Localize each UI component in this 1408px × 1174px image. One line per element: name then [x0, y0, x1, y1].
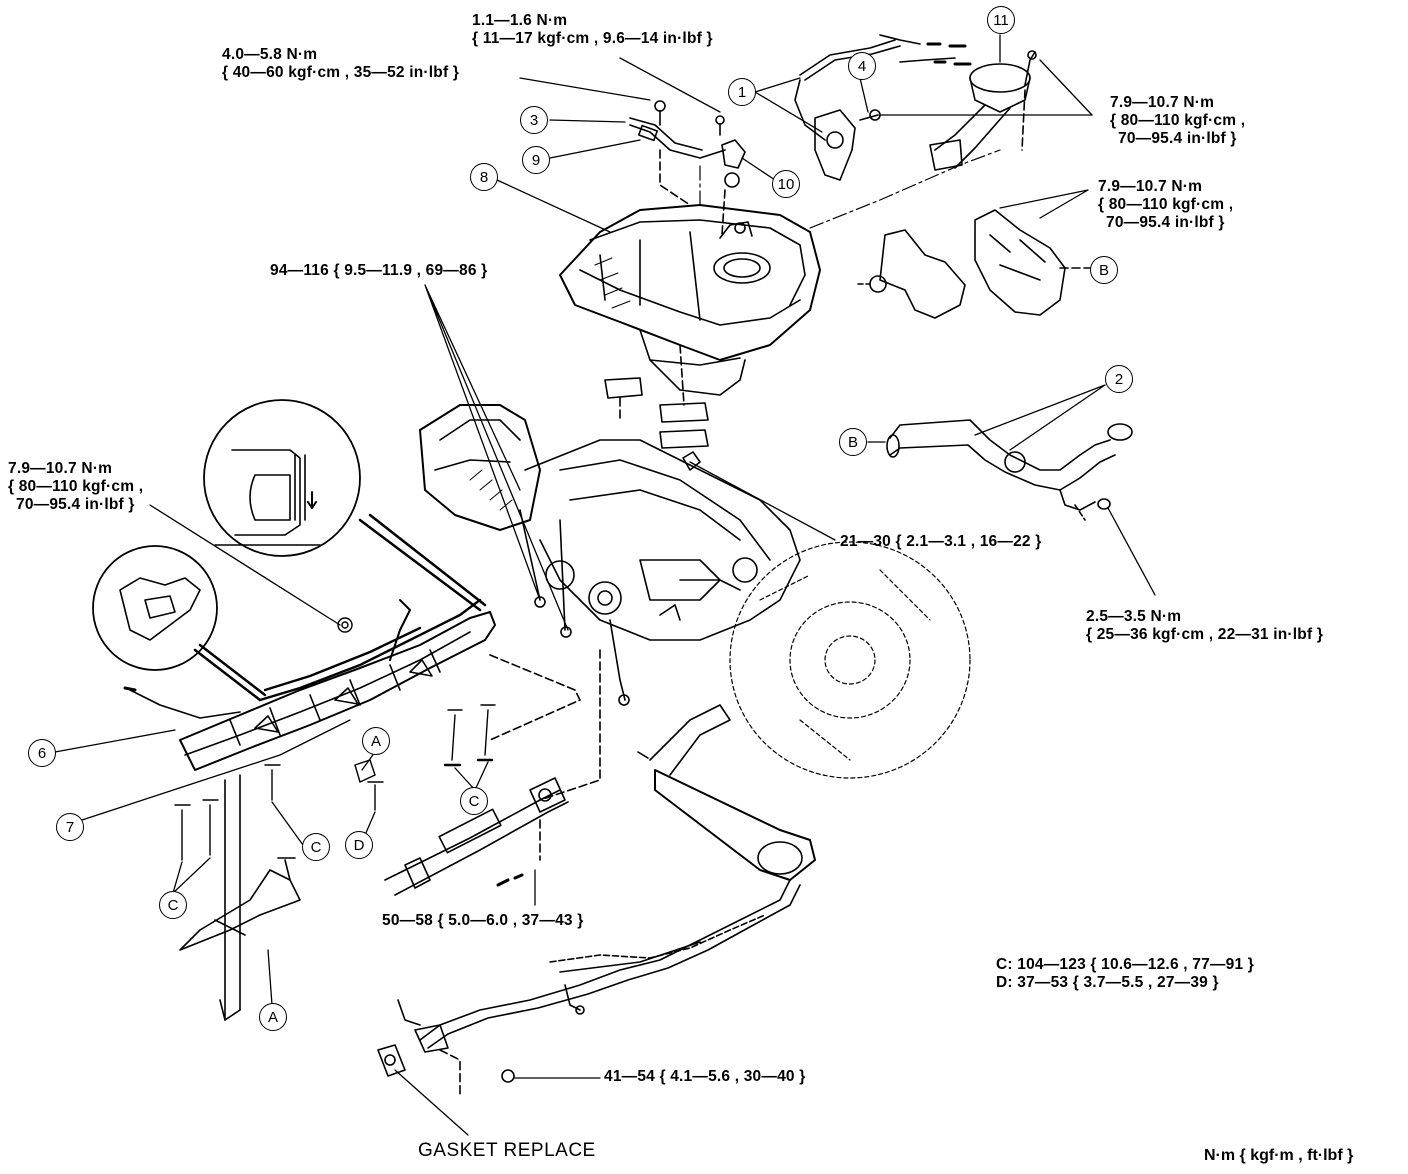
- torque-line: 94—116 { 9.5—11.9 , 69—86 }: [270, 262, 488, 279]
- brake-drum-outline: [729, 541, 971, 779]
- torque-line: 7.9—10.7 N·m: [1110, 94, 1215, 111]
- leader-lines: [54, 34, 1156, 1136]
- callout-10: 10: [772, 170, 800, 198]
- torque-line: 7.9—10.7 N·m: [8, 460, 113, 477]
- fuel-pump-sender: [929, 50, 1037, 171]
- torque-line: 41—54 { 4.1—5.6 , 30—40 }: [604, 1068, 806, 1085]
- torque-crossmember-nut: 7.9—10.7 N·m { 80—110 kgf·cm , 70—95.4 i…: [8, 460, 143, 514]
- gasket-replace-note: GASKET REPLACE: [418, 1140, 596, 1161]
- torque-line: 70—95.4 in·lbf }: [16, 496, 135, 513]
- callout-9: 9: [522, 146, 550, 174]
- callout-c-mid: C: [302, 833, 330, 861]
- detail-view-bushing: [92, 545, 267, 702]
- torque-line: { 80—110 kgf·cm ,: [1098, 196, 1234, 213]
- torque-fuel-line-clip: 1.1—1.6 N·m { 11—17 kgf·cm , 9.6—14 in·l…: [472, 12, 713, 48]
- propeller-shaft: [384, 777, 569, 896]
- torque-line: D: 37—53 { 3.7—5.5 , 27—39 }: [996, 974, 1219, 991]
- frame-lines: [179, 649, 601, 1021]
- callout-4: 4: [848, 52, 876, 80]
- centerlines: [699, 149, 1001, 229]
- muffler: [637, 704, 816, 881]
- torque-line: 1.1—1.6 N·m: [472, 12, 568, 29]
- transmission: [419, 404, 801, 706]
- callout-2: 2: [1105, 365, 1133, 393]
- callout-11: 11: [987, 6, 1015, 34]
- torque-pump-nuts: 7.9—10.7 N·m { 80—110 kgf·cm , 70—95.4 i…: [1110, 94, 1245, 148]
- torque-tank-strap-nut: 21—30 { 2.1—3.1 , 16—22 }: [840, 533, 1041, 551]
- fuel-tank: [559, 204, 821, 396]
- torque-line: 21—30 { 2.1—3.1 , 16—22 }: [840, 533, 1042, 550]
- torque-fuel-line-bolt: 4.0—5.8 N·m { 40—60 kgf·cm , 35—52 in·lb…: [222, 46, 459, 82]
- brake-cable: [123, 686, 241, 719]
- torque-line: 4.0—5.8 N·m: [222, 46, 318, 63]
- torque-line: { 80—110 kgf·cm ,: [1110, 112, 1246, 129]
- crossmember: [179, 598, 496, 771]
- tank-brackets: [604, 344, 709, 471]
- torque-tank-bolts: 94—116 { 9.5—11.9 , 69—86 }: [270, 262, 487, 280]
- callout-d: D: [345, 831, 373, 859]
- torque-line: 70—95.4 in·lbf }: [1106, 214, 1225, 231]
- fuel-hoses-top: [794, 34, 972, 181]
- torque-line: { 11—17 kgf·cm , 9.6—14 in·lbf }: [472, 30, 713, 47]
- torque-line: 50—58 { 5.0—6.0 , 37—43 }: [382, 912, 584, 929]
- bolts: [174, 617, 496, 861]
- torque-exhaust-nut: 41—54 { 4.1—5.6 , 30—40 }: [604, 1068, 805, 1086]
- callout-b-lower: B: [839, 428, 867, 456]
- torque-line: { 40—60 kgf·cm , 35—52 in·lbf }: [222, 64, 460, 81]
- torque-line: { 25—36 kgf·cm , 22—31 in·lbf }: [1086, 626, 1324, 643]
- callout-8: 8: [470, 163, 498, 191]
- callout-c-right: C: [460, 787, 488, 815]
- callout-6: 6: [28, 739, 56, 767]
- detail-view-clip: [203, 399, 487, 612]
- torque-propeller-nuts: 50—58 { 5.0—6.0 , 37—43 }: [382, 912, 583, 930]
- torque-protector-bolts: 7.9—10.7 N·m { 80—110 kgf·cm , 70—95.4 i…: [1098, 178, 1233, 232]
- callout-a-lower: A: [259, 1003, 287, 1031]
- filler-pipe: [886, 419, 1133, 521]
- torque-line: { 80—110 kgf·cm ,: [8, 478, 144, 495]
- callout-7: 7: [56, 813, 84, 841]
- exhaust-pipe: [377, 879, 801, 1096]
- callout-1: 1: [728, 78, 756, 106]
- torque-filler-bolt: 2.5—3.5 N·m { 25—36 kgf·cm , 22—31 in·lb…: [1086, 608, 1323, 644]
- callout-c-left: C: [159, 891, 187, 919]
- torque-line: 70—95.4 in·lbf }: [1118, 130, 1237, 147]
- torque-line: 2.5—3.5 N·m: [1086, 608, 1182, 625]
- fuel-line-clips: [629, 100, 746, 236]
- callout-a-upper: A: [362, 727, 390, 755]
- torque-line: C: 104—123 { 10.6—12.6 , 77—91 }: [996, 956, 1255, 973]
- units-note: N·m { kgf·m , ft·lbf }: [1204, 1147, 1354, 1164]
- callout-b-upper: B: [1090, 256, 1118, 284]
- torque-legend-cd: C: 104—123 { 10.6—12.6 , 77—91 } D: 37—5…: [996, 956, 1254, 992]
- torque-line: 7.9—10.7 N·m: [1098, 178, 1203, 195]
- callout-3: 3: [520, 106, 548, 134]
- tank-protector-plates: [857, 209, 1091, 319]
